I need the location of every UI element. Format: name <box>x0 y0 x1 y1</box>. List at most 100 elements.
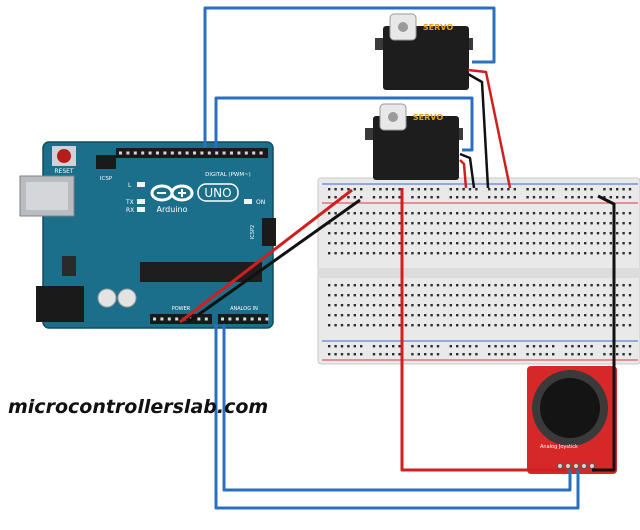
breadboard-hole <box>558 314 561 317</box>
breadboard-hole <box>385 284 388 287</box>
header-pin <box>235 317 239 321</box>
breadboard-hole <box>398 242 401 245</box>
breadboard-hole <box>603 222 606 225</box>
breadboard-hole <box>436 242 440 245</box>
breadboard-hole <box>539 232 542 235</box>
breadboard-hole <box>564 353 568 356</box>
breadboard-hole <box>532 304 536 307</box>
breadboard-hole <box>494 196 497 199</box>
breadboard-hole <box>462 188 465 191</box>
breadboard-hole <box>366 284 369 287</box>
breadboard-hole <box>571 232 574 235</box>
breadboard-hole <box>526 345 529 348</box>
breadboard-hole <box>411 345 414 348</box>
breadboard-hole <box>379 324 382 327</box>
breadboard-hole <box>539 353 542 356</box>
breadboard-hole <box>584 345 587 348</box>
breadboard-hole <box>520 232 523 235</box>
breadboard-hole <box>462 314 465 317</box>
breadboard-hole <box>436 304 440 307</box>
header-pin <box>119 151 122 155</box>
breadboard-hole <box>494 314 497 317</box>
breadboard-hole <box>494 324 497 327</box>
breadboard-hole <box>513 284 516 287</box>
breadboard-hole <box>481 324 484 327</box>
breadboard-hole <box>430 252 433 255</box>
breadboard-hole <box>436 353 440 356</box>
breadboard-hole <box>539 212 542 215</box>
breadboard-hole <box>379 314 382 317</box>
breadboard-hole <box>353 304 356 307</box>
breadboard-hole <box>360 294 363 297</box>
breadboard-hole <box>424 314 427 317</box>
breadboard-hole <box>532 242 536 245</box>
led-l-label: L <box>128 182 132 189</box>
breadboard-hole <box>571 304 574 307</box>
breadboard-hole <box>558 232 561 235</box>
breadboard-hole <box>539 252 542 255</box>
breadboard-hole <box>628 345 632 348</box>
breadboard-hole <box>564 324 568 327</box>
breadboard-hole <box>468 345 472 348</box>
breadboard-hole <box>584 252 587 255</box>
breadboard-hole <box>552 304 555 307</box>
breadboard-hole <box>360 242 363 245</box>
breadboard-hole <box>539 314 542 317</box>
breadboard-hole <box>417 212 420 215</box>
breadboard-hole <box>449 284 452 287</box>
breadboard-hole <box>360 232 363 235</box>
breadboard-hole <box>622 188 625 191</box>
breadboard-hole <box>513 232 516 235</box>
header-pin <box>185 151 189 155</box>
breadboard-hole <box>328 242 331 245</box>
led-tx-label: TX <box>125 199 134 206</box>
breadboard-hole <box>347 188 350 191</box>
breadboard-hole <box>590 196 593 199</box>
breadboard-hole <box>430 353 433 356</box>
breadboard-hole <box>552 188 555 191</box>
breadboard-hole <box>424 188 427 191</box>
breadboard-hole <box>603 353 606 356</box>
breadboard-hole <box>539 284 542 287</box>
breadboard-hole <box>526 294 529 297</box>
breadboard-hole <box>577 345 580 348</box>
breadboard-hole <box>622 284 625 287</box>
capacitor-2 <box>117 288 137 308</box>
breadboard-hole <box>596 314 600 317</box>
breadboard-hole <box>404 222 408 225</box>
breadboard-hole <box>392 232 395 235</box>
breadboard-hole <box>532 232 536 235</box>
breadboard-hole <box>468 196 472 199</box>
breadboard-hole <box>328 294 331 297</box>
breadboard-hole <box>628 212 632 215</box>
servo-bottom-label: SERVO <box>413 113 443 122</box>
breadboard-hole <box>532 196 536 199</box>
breadboard-hole <box>462 196 465 199</box>
breadboard-hole <box>424 252 427 255</box>
breadboard-hole <box>366 232 369 235</box>
breadboard-hole <box>564 284 568 287</box>
breadboard-hole <box>488 212 491 215</box>
breadboard-hole <box>520 284 523 287</box>
breadboard-hole <box>603 212 606 215</box>
breadboard-hole <box>545 284 548 287</box>
breadboard-hole <box>616 196 619 199</box>
servo-motor-bottom: SERVO <box>365 103 463 180</box>
breadboard-hole <box>404 284 408 287</box>
breadboard-hole <box>475 345 478 348</box>
breadboard-hole <box>507 232 510 235</box>
breadboard-hole <box>456 232 459 235</box>
breadboard-hole <box>628 232 632 235</box>
breadboard-hole <box>392 324 395 327</box>
breadboard-hole <box>430 232 433 235</box>
wire-blue-servo2-signal <box>214 96 474 152</box>
breadboard-hole <box>424 324 427 327</box>
breadboard-hole <box>500 324 504 327</box>
breadboard-hole <box>340 188 344 191</box>
breadboard-hole <box>340 232 344 235</box>
breadboard-hole <box>347 232 350 235</box>
breadboard-hole <box>366 294 369 297</box>
breadboard-hole <box>360 284 363 287</box>
breadboard-hole <box>513 252 516 255</box>
